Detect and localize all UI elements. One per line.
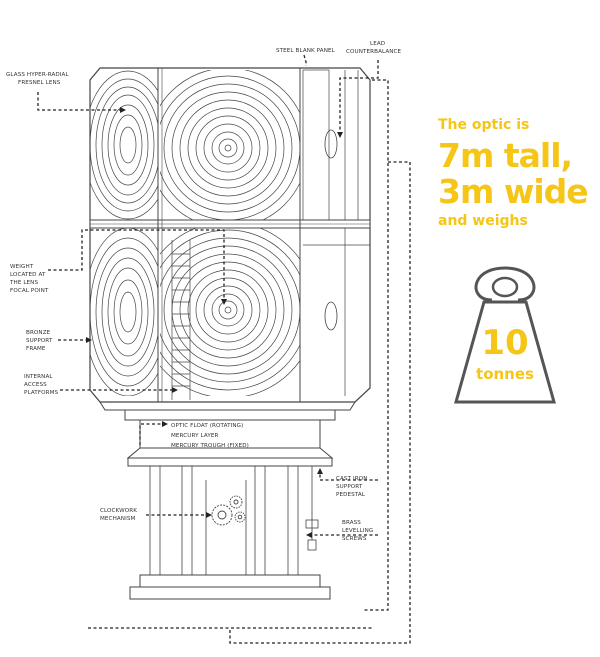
optic-assembly <box>89 67 371 403</box>
leader-lines <box>37 54 411 644</box>
label-brass-screws: BRASS LEVELLING SCREWS <box>342 520 375 542</box>
leader-arrowheads <box>86 107 343 538</box>
label-steel-panel: STEEL BLANK PANEL <box>276 48 336 54</box>
fresnel-lens-front-bottom <box>160 228 300 396</box>
optic-facts: The optic is 7m tall, 3m wide and weighs <box>438 116 598 230</box>
facts-line-2: 7m tall, <box>438 136 573 175</box>
label-mercury-trough: MERCURY TROUGH (FIXED) <box>171 443 249 449</box>
lead-counterbalance <box>324 129 338 159</box>
label-clockwork: CLOCKWORK MECHANISM <box>100 508 139 522</box>
weight-callout: 10 tonnes <box>444 263 566 413</box>
lead-counterbalance-lower <box>324 301 338 331</box>
facts-line-3: 3m wide <box>438 172 589 211</box>
label-access-platforms: INTERNAL ACCESS PLATFORMS <box>24 374 59 396</box>
access-ladder <box>171 240 191 400</box>
label-mercury-layer: MERCURY LAYER <box>171 433 218 439</box>
fresnel-lens-side-top <box>90 70 158 220</box>
label-weight-focal: WEIGHT LOCATED AT THE LENS FOCAL POINT <box>9 264 49 294</box>
label-bronze-frame: BRONZE SUPPORT FRAME <box>26 330 54 352</box>
pedestal-assembly <box>99 401 356 600</box>
pedestal-columns <box>149 466 299 575</box>
label-optic-float: OPTIC FLOAT (ROTATING) <box>171 423 243 429</box>
label-cast-iron: CAST IRON SUPPORT PEDESTAL <box>336 476 369 498</box>
weight-icon <box>454 266 556 404</box>
fresnel-lens-front-top <box>160 70 300 220</box>
label-lead-counterbalance: LEAD COUNTERBALANCE <box>346 41 402 55</box>
weight-value: 10 <box>481 323 529 363</box>
facts-line-1: The optic is <box>438 117 530 133</box>
fresnel-lens-side-bottom <box>90 228 158 396</box>
label-glass-lens: GLASS HYPER-RADIAL FRESNEL LENS <box>6 72 71 86</box>
weight-unit: tonnes <box>476 365 534 383</box>
gear-icon <box>211 495 246 526</box>
facts-line-4: and weighs <box>438 213 528 229</box>
